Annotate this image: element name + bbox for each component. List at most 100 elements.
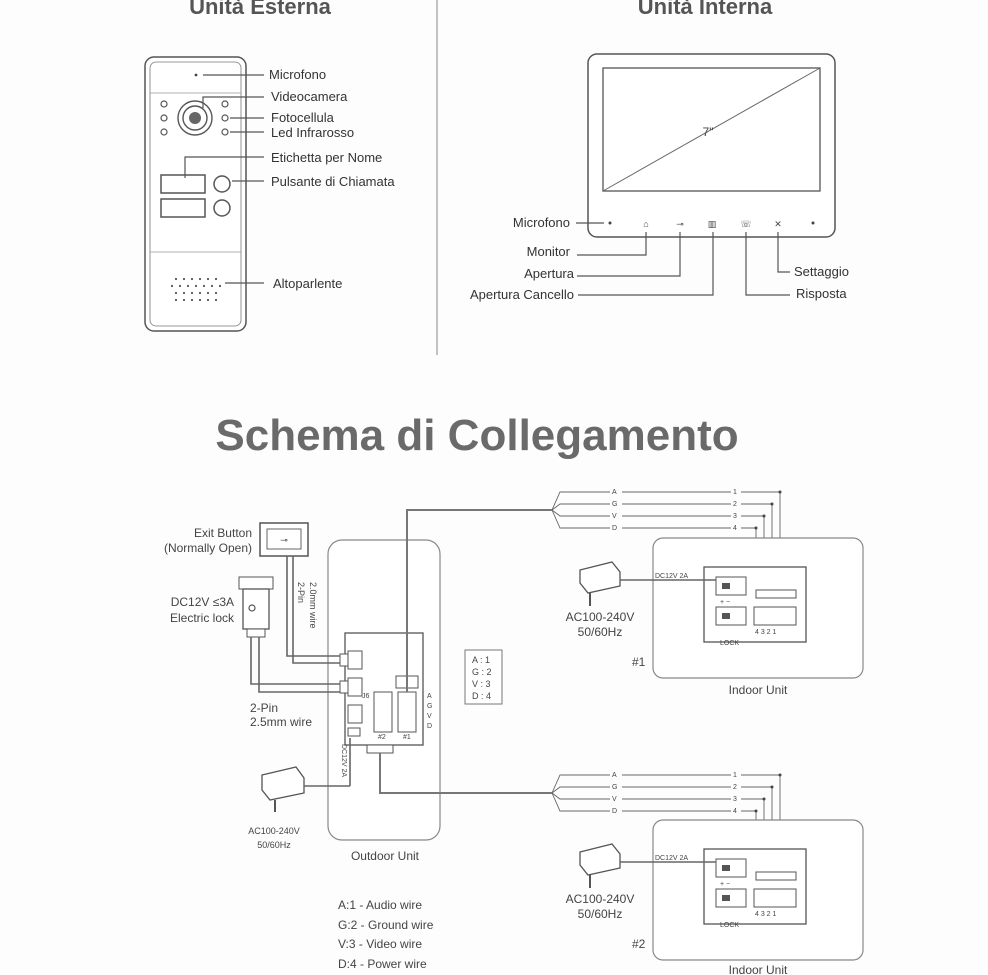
- outdoor-to-indoor-wires: [379, 509, 552, 794]
- indoor-2-tag: #2: [632, 937, 646, 951]
- bundle-1-letters: A G V D 1 2 3 4: [610, 487, 741, 537]
- mapping-a: A : 1: [472, 655, 490, 665]
- svg-text:4: 4: [733, 808, 737, 815]
- electric-lock-device: [238, 576, 274, 638]
- label-pulsante-chiamata: Pulsante di Chiamata: [271, 174, 395, 189]
- mapping-box: [464, 649, 503, 705]
- bundle-2-dots: [754, 773, 782, 813]
- svg-text:A: A: [612, 772, 617, 779]
- monitor-drawing: 7" ⌂ ⊸ ▥ ☏ ✕: [587, 53, 836, 238]
- j6-label: J6: [362, 693, 370, 700]
- indoor-2-adapter-icon: [579, 843, 716, 888]
- label-settaggio: Settaggio: [794, 264, 849, 279]
- indoor-2-pins: 4 3 2 1: [755, 911, 777, 918]
- indoor-1-dc-label: DC12V 2A: [655, 573, 688, 580]
- lock-power-label: DC12V ≤3A: [171, 595, 234, 609]
- wire-25mm-line1: 2-Pin: [250, 701, 278, 715]
- outdoor-ac-label: AC100-240V: [248, 826, 300, 836]
- indoor-2-dc-label: DC12V 2A: [655, 855, 688, 862]
- label-risposta: Risposta: [796, 286, 847, 301]
- internal-callout-lines: [576, 222, 790, 296]
- indoor-1-ac: AC100-240V: [566, 610, 635, 624]
- svg-text:2: 2: [733, 784, 737, 791]
- label-microfono-int: Microfono: [513, 215, 570, 230]
- indoor-1-hz: 50/60Hz: [578, 625, 623, 639]
- outdoor-unit-label: Outdoor Unit: [351, 849, 420, 863]
- label-videocamera: Videocamera: [271, 89, 348, 104]
- key-icon: ⊸: [280, 535, 288, 545]
- outdoor-pcb: J6 #2 #1: [339, 632, 424, 754]
- svg-text:3: 3: [733, 796, 737, 803]
- electric-lock-label: Electric lock: [170, 611, 235, 625]
- exit-button-sub: (Normally Open): [164, 541, 252, 555]
- slot-1-label: #1: [403, 734, 411, 741]
- slot-2-label: #2: [378, 734, 386, 741]
- bundle-1-dots: [754, 490, 782, 530]
- svg-text:1: 1: [733, 772, 737, 779]
- external-unit-drawing: [144, 56, 247, 332]
- external-callout-lines: [184, 74, 264, 284]
- screen-size-label: 7": [703, 125, 714, 139]
- label-monitor: Monitor: [527, 244, 571, 259]
- indoor-1-plus-minus: + −: [720, 599, 730, 606]
- indoor-2-plus-minus: + −: [720, 881, 730, 888]
- svg-text:G: G: [612, 784, 617, 791]
- wire-25mm-line2: 2.5mm wire: [250, 715, 312, 729]
- monitor-button-icon: ⌂: [643, 219, 648, 229]
- mapping-g: G : 2: [472, 667, 492, 677]
- camera-lens-icon: [177, 100, 213, 136]
- svg-text:A: A: [612, 489, 617, 496]
- legend-ground: G:2 - Ground wire: [338, 918, 434, 932]
- mic-hole-icon: [194, 73, 198, 77]
- indoor-1-adapter-icon: [579, 561, 716, 606]
- indoor-2-ac: AC100-240V: [566, 892, 635, 906]
- svg-text:4: 4: [733, 525, 737, 532]
- wire-2mm-line2: 2.0mm wire: [308, 582, 318, 629]
- svg-text:G: G: [427, 703, 432, 710]
- legend-video: V:3 - Video wire: [338, 937, 422, 951]
- bundle-2-letters: A G V D 1 2 3 4: [610, 770, 741, 820]
- name-label-slot: [160, 174, 206, 194]
- indoor-unit-1-label: Indoor Unit: [729, 683, 788, 697]
- legend-power: D:4 - Power wire: [338, 957, 427, 971]
- svg-text:2: 2: [733, 501, 737, 508]
- gate-button-icon: ▥: [708, 219, 717, 229]
- indoor-2-lock-tag: LOCK: [720, 922, 739, 929]
- indoor-1-pins: 4 3 2 1: [755, 629, 777, 636]
- settings-button-icon: ✕: [774, 219, 782, 229]
- indoor-2-hz: 50/60Hz: [578, 907, 623, 921]
- label-etichetta-nome: Etichetta per Nome: [271, 150, 382, 165]
- indoor-unit-2-label: Indoor Unit: [729, 963, 788, 975]
- outdoor-ac-hz: 50/60Hz: [257, 840, 291, 850]
- exit-button-label: Exit Button: [194, 526, 252, 540]
- label-apertura-cancello: Apertura Cancello: [470, 287, 574, 302]
- svg-text:3: 3: [733, 513, 737, 520]
- svg-text:V: V: [612, 796, 617, 803]
- label-altoparlante: Altoparlente: [273, 276, 342, 291]
- svg-text:V: V: [612, 513, 617, 520]
- wire-2mm-line1: 2-Pin: [296, 582, 306, 603]
- svg-text:G: G: [612, 501, 617, 508]
- indoor-1-tag: #1: [632, 655, 646, 669]
- mapping-v: V : 3: [472, 679, 491, 689]
- label-microfono-ext: Microfono: [269, 67, 326, 82]
- svg-text:A: A: [427, 693, 432, 700]
- outdoor-dc-label: DC12V 2A: [340, 744, 347, 777]
- internal-unit-title: Unità Interna: [638, 0, 773, 19]
- answer-button-icon: ☏: [740, 219, 751, 229]
- speaker-grille-icon: [170, 277, 222, 302]
- call-button-icon: [213, 175, 231, 193]
- wiring-title: Schema di Collegamento: [215, 411, 738, 460]
- mapping-d: D : 4: [472, 691, 491, 701]
- external-unit-title: Unità Esterna: [189, 0, 332, 19]
- agvd-vertical-letters: A G V D: [427, 693, 432, 730]
- legend-audio: A:1 - Audio wire: [338, 898, 422, 912]
- indoor-1-lock-tag: LOCK: [720, 640, 739, 647]
- unlock-button-icon: ⊸: [676, 219, 684, 229]
- svg-text:D: D: [612, 808, 617, 815]
- svg-text:1: 1: [733, 489, 737, 496]
- svg-text:V: V: [427, 713, 432, 720]
- svg-text:D: D: [612, 525, 617, 532]
- outdoor-adapter-icon: [261, 738, 351, 812]
